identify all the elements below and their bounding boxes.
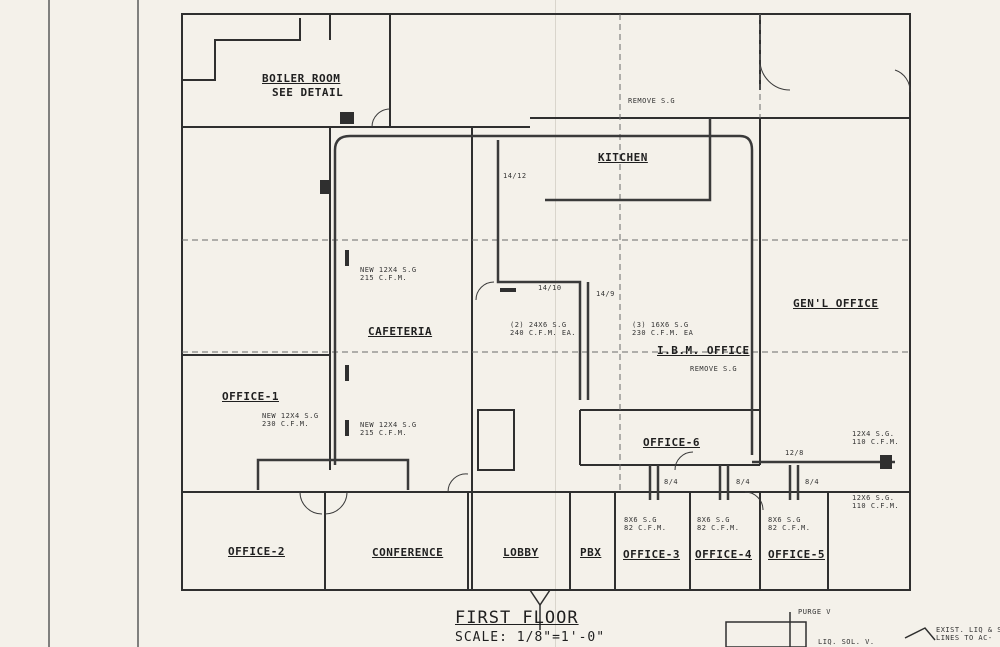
note-line: 12x4 S.G. bbox=[852, 430, 895, 438]
note-line: NEW 12x4 S.G bbox=[360, 266, 417, 274]
duct-supply-a bbox=[496, 140, 582, 400]
note-grille-office-4: 8x6 S.G 82 C.F.M. bbox=[697, 516, 739, 532]
room-label-office-3: OFFICE-3 bbox=[623, 548, 680, 561]
note-line: NEW 12x4 S.G bbox=[360, 421, 417, 429]
room-label-kitchen: KITCHEN bbox=[598, 151, 648, 164]
note-duct-14-9: 14/9 bbox=[596, 290, 615, 298]
note-line: (3) 16x6 S.G bbox=[632, 321, 689, 329]
note-remove-sg-top: REMOVE S.G bbox=[628, 97, 676, 105]
note-line: 8x6 S.G bbox=[697, 516, 731, 524]
drawing-scale: SCALE: 1/8"=1'-0" bbox=[455, 630, 606, 645]
note-purge-valve: PURGE V bbox=[798, 608, 832, 616]
room-label-genl-office: GEN'L OFFICE bbox=[793, 297, 879, 310]
note-line: 215 C.F.M. bbox=[360, 429, 408, 437]
duct-west bbox=[256, 458, 410, 490]
margin-line-left bbox=[48, 0, 50, 647]
room-label-ibm-office: I.B.M. OFFICE bbox=[657, 344, 750, 357]
room-label-conference: CONFERENCE bbox=[372, 546, 444, 559]
drawing-title: FIRST FLOOR bbox=[455, 608, 579, 628]
room-label-cafeteria: CAFETERIA bbox=[368, 325, 433, 338]
note-remove-sg-ibm: REMOVE S.G bbox=[690, 365, 738, 373]
note-line: (2) 24x6 S.G bbox=[510, 321, 567, 329]
boiler-room-wall bbox=[182, 18, 301, 81]
entrance bbox=[529, 589, 551, 607]
note-line: 110 C.F.M. bbox=[852, 502, 900, 510]
room-label-lobby: LOBBY bbox=[503, 546, 539, 559]
note-line: NEW 12x4 S.G bbox=[262, 412, 319, 420]
note-duct-12-8: 12/8 bbox=[785, 449, 804, 457]
note-line: 82 C.F.M. bbox=[768, 524, 811, 532]
note-duct-14-12: 14/12 bbox=[503, 172, 527, 180]
note-existing-lines: EXIST. LIQ & SUC LINES TO AC- bbox=[936, 626, 1000, 642]
door-arc bbox=[371, 108, 391, 128]
note-line: 240 C.F.M. EA. bbox=[510, 329, 577, 337]
room-label-office-1: OFFICE-1 bbox=[222, 390, 279, 403]
note-line: 8x6 S.G bbox=[768, 516, 802, 524]
note-duct-8-4-a: 8/4 bbox=[664, 478, 679, 486]
room-label-office-2: OFFICE-2 bbox=[228, 545, 285, 558]
note-line: 110 C.F.M. bbox=[852, 438, 900, 446]
mechanical-equipment bbox=[725, 621, 807, 647]
note-duct-8-4-b: 8/4 bbox=[736, 478, 751, 486]
note-line: EXIST. LIQ & SUC bbox=[936, 626, 1000, 634]
note-new-grille-cafeteria: NEW 12x4 S.G 215 C.F.M. bbox=[360, 266, 417, 282]
note-line: LINES TO AC- bbox=[936, 634, 993, 642]
note-line: 82 C.F.M. bbox=[697, 524, 740, 532]
note-duct-14-10: 14/10 bbox=[538, 284, 562, 292]
room-label-boiler-room-sub: SEE DETAIL bbox=[272, 86, 344, 99]
note-grille-east-1: 12x4 S.G. 110 C.F.M. bbox=[852, 430, 899, 446]
note-grille-24x6: (2) 24x6 S.G 240 C.F.M. EA. bbox=[510, 321, 576, 337]
note-line: 230 C.F.M. EA bbox=[632, 329, 694, 337]
stair bbox=[477, 409, 515, 471]
note-liq-sol-valve: LIQ. SOL. V. bbox=[818, 638, 875, 646]
note-line: 12x6 S.G. bbox=[852, 494, 895, 502]
note-grille-office-3: 8x6 S.G 82 C.F.M. bbox=[624, 516, 666, 532]
note-line: 8x6 S.G bbox=[624, 516, 658, 524]
room-label-office-5: OFFICE-5 bbox=[768, 548, 825, 561]
note-line: 82 C.F.M. bbox=[624, 524, 667, 532]
note-grille-east-2: 12x6 S.G. 110 C.F.M. bbox=[852, 494, 899, 510]
note-grille-office-5: 8x6 S.G 82 C.F.M. bbox=[768, 516, 810, 532]
paper-fold bbox=[555, 0, 556, 647]
room-label-office-6: OFFICE-6 bbox=[643, 436, 700, 449]
margin-line-inner bbox=[137, 0, 139, 647]
note-new-grille-office-1: NEW 12x4 S.G 230 C.F.M. bbox=[262, 412, 319, 428]
room-label-boiler-room: BOILER ROOM bbox=[262, 72, 341, 85]
note-line: 230 C.F.M. bbox=[262, 420, 310, 428]
room-label-office-4: OFFICE-4 bbox=[695, 548, 752, 561]
note-line: 215 C.F.M. bbox=[360, 274, 408, 282]
room-label-pbx: PBX bbox=[580, 546, 602, 559]
note-grille-16x6: (3) 16x6 S.G 230 C.F.M. EA bbox=[632, 321, 693, 337]
note-duct-8-4-c: 8/4 bbox=[805, 478, 820, 486]
note-new-grille-corridor: NEW 12x4 S.G 215 C.F.M. bbox=[360, 421, 417, 437]
duct-main bbox=[333, 134, 754, 465]
